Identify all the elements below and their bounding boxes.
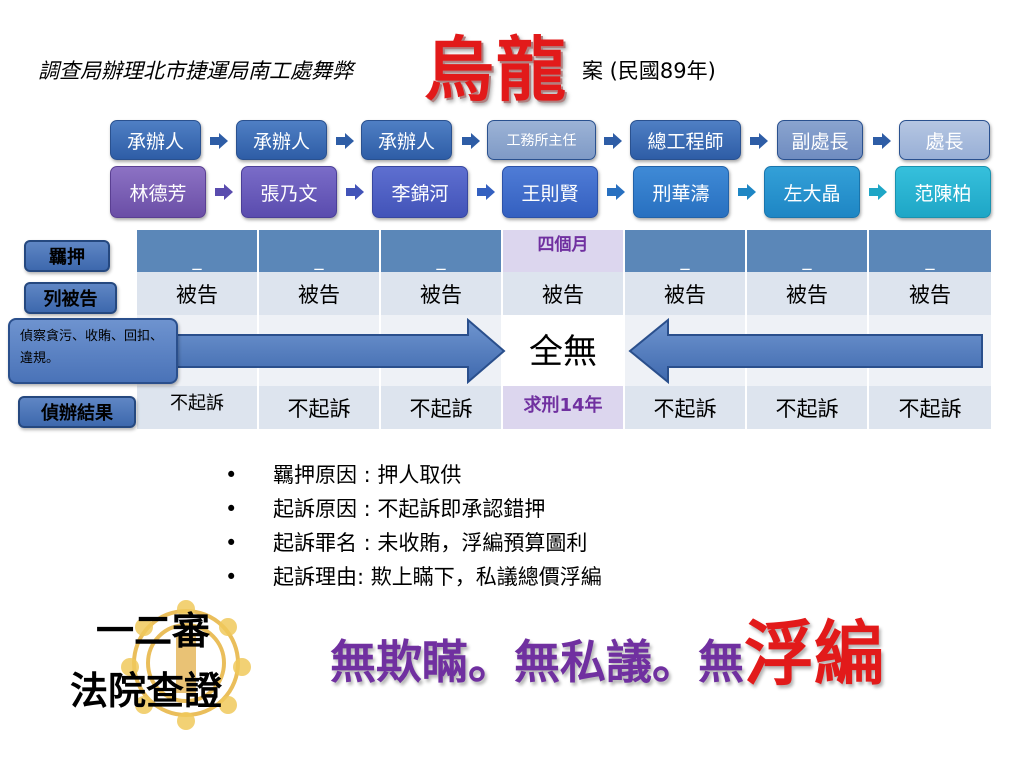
table-cell: 被告 <box>747 272 869 315</box>
person-box: 林德芳 <box>110 166 206 218</box>
table-cell: _ <box>869 230 991 272</box>
role-box: 承辦人 <box>110 120 201 160</box>
table-cell: 被告 <box>381 272 503 315</box>
left-block-arrow <box>628 318 983 384</box>
right-arrow-icon <box>346 184 364 200</box>
person-box: 王則賢 <box>502 166 598 218</box>
right-arrow-icon <box>873 133 891 149</box>
table-cell: 求刑14年 <box>503 386 625 429</box>
person-box: 范陳柏 <box>895 166 991 218</box>
table-cell: _ <box>137 230 259 272</box>
right-arrow-icon <box>477 184 495 200</box>
right-arrow-icon <box>215 184 233 200</box>
right-arrow-icon <box>462 133 480 149</box>
right-arrow-icon <box>750 133 768 149</box>
table-cell: 不起訴 <box>747 386 869 429</box>
slogan-part-1: 無欺瞞。無私議。無 <box>330 635 744 689</box>
center-finding: 全無 <box>529 332 597 372</box>
person-box: 張乃文 <box>241 166 337 218</box>
row-label-detention: 羈押 <box>24 240 110 272</box>
row-label-result: 偵辦結果 <box>18 396 136 428</box>
table-cell: 被告 <box>137 272 259 315</box>
right-block-arrow <box>169 318 506 384</box>
role-box: 處長 <box>899 120 990 160</box>
right-arrow-icon <box>738 184 756 200</box>
court-line-1: 一二審 <box>96 608 211 653</box>
table-cell: _ <box>259 230 381 272</box>
table-cell: 不起訴 <box>869 386 991 429</box>
title-suffix: 案 (民國89年) <box>582 59 716 83</box>
slogan: 無欺瞞。無私議。無浮編 <box>330 598 884 699</box>
right-arrow-icon <box>607 184 625 200</box>
table-cell: 四個月 <box>503 230 625 272</box>
table-cell: _ <box>625 230 747 272</box>
role-box: 承辦人 <box>361 120 452 160</box>
bullet-list: •羈押原因 : 押人取供 •起訴原因 : 不起訴即承認錯押 •起訴罪名 : 未收… <box>225 458 602 594</box>
list-item: •起訴原因 : 不起訴即承認錯押 <box>225 497 546 521</box>
title-emphasis: 烏龍 <box>424 28 568 111</box>
role-box: 副處長 <box>777 120 863 160</box>
role-box: 工務所主任 <box>487 120 596 160</box>
investigation-note: 偵察貪污、收賄、回扣、違規。 <box>8 318 178 384</box>
table-cell: 不起訴 <box>381 386 503 429</box>
person-box: 左大晶 <box>764 166 860 218</box>
court-line-2: 法院查證 <box>70 668 223 713</box>
table-cell: _ <box>747 230 869 272</box>
table-cell <box>503 315 625 386</box>
role-box: 承辦人 <box>236 120 327 160</box>
person-box: 李錦河 <box>372 166 468 218</box>
role-box: 總工程師 <box>630 120 741 160</box>
table-cell: 被告 <box>869 272 991 315</box>
list-item: •起訴理由: 欺上瞞下，私議總價浮編 <box>225 565 602 589</box>
table-cell: 不起訴 <box>259 386 381 429</box>
list-item: •起訴罪名 : 未收賄，浮編預算圖利 <box>225 531 588 555</box>
table-cell: 被告 <box>259 272 381 315</box>
court-seal-icon <box>121 600 251 730</box>
person-box: 刑華濤 <box>633 166 729 218</box>
title-text: 調查局辦理北市捷運局南工處舞弊 <box>38 59 353 83</box>
table-cell: _ <box>381 230 503 272</box>
table-cell: 被告 <box>503 272 625 315</box>
right-arrow-icon <box>604 133 622 149</box>
right-arrow-icon <box>869 184 887 200</box>
table-cell: 不起訴 <box>137 386 259 429</box>
list-item: •羈押原因 : 押人取供 <box>225 463 462 487</box>
row-label-indicted: 列被告 <box>24 282 117 314</box>
slogan-part-2: 浮編 <box>744 612 884 695</box>
right-arrow-icon <box>336 133 354 149</box>
table-cell: 被告 <box>625 272 747 315</box>
right-arrow-icon <box>210 133 228 149</box>
table-cell: 不起訴 <box>625 386 747 429</box>
